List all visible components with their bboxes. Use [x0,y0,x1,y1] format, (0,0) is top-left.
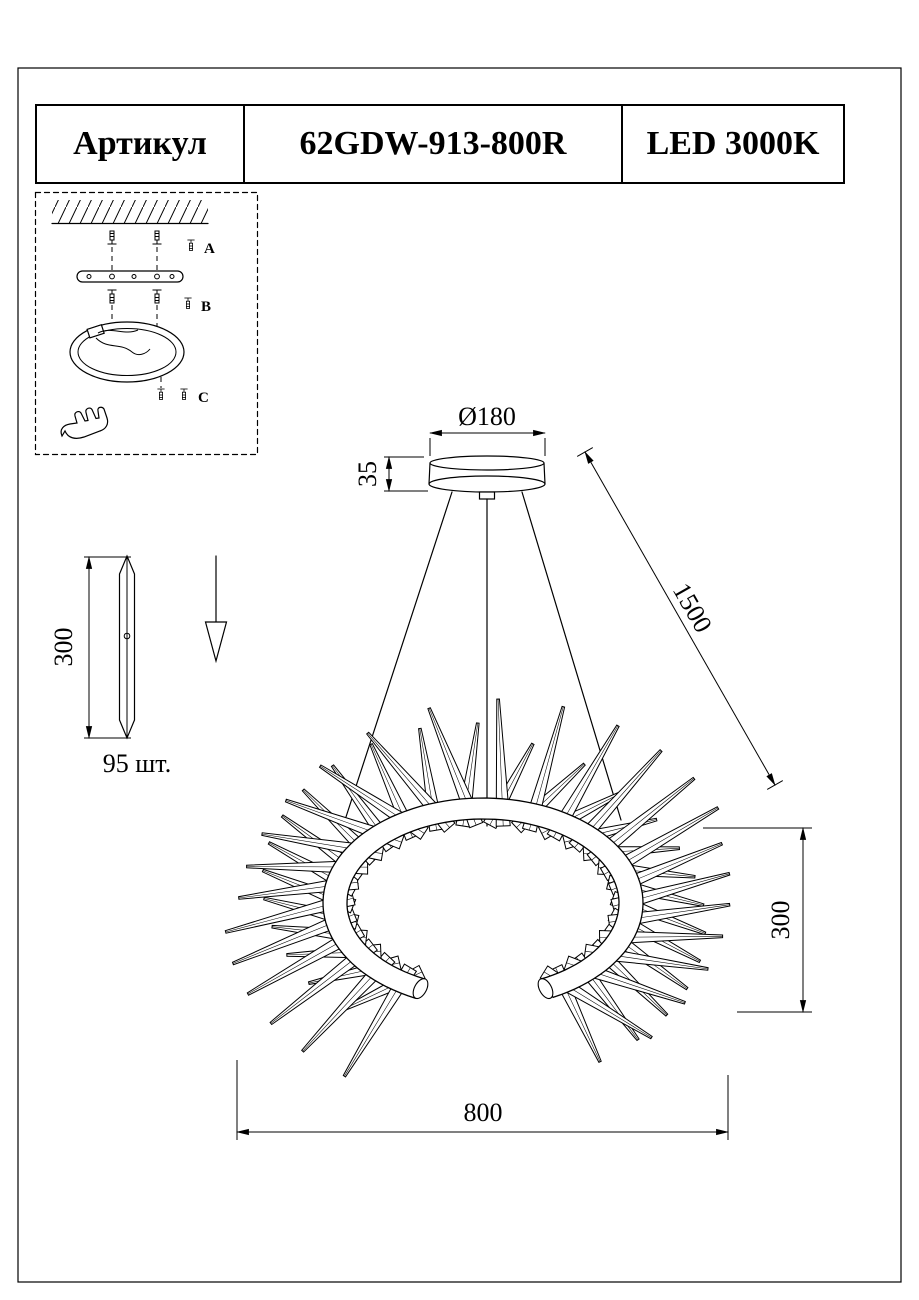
wire [97,329,139,334]
connector-box [86,323,105,339]
dim-canopy-height: 35 [353,455,428,493]
bolt-b-icon [183,297,193,309]
anchor-bolt-icon [107,230,117,245]
ring-height-value: 300 [766,901,795,940]
dim-element-height: 300 [49,555,131,740]
crown-ring [224,698,731,1078]
screw-icon [156,388,166,400]
suspension-cable-right [521,491,622,821]
down-arrow-icon [204,555,228,664]
suspension-cable-left [344,491,453,821]
element-count: 95 шт. [103,749,171,778]
dim-canopy-diameter: Ø180 [428,402,547,456]
ceiling-hatch-icon [51,200,209,225]
article-number: 62GDW-913-800R [243,104,623,184]
dim-ring-height: 300 [703,826,812,1014]
canopy-hub [478,491,496,500]
chandelier-drawing: Ø180 35 1500 [224,402,812,1140]
label-c: C [198,390,209,406]
label-b: B [201,299,211,315]
bolt-c-icon [179,388,189,400]
canopy-diameter-value: Ø180 [458,402,516,431]
canopy-height-value: 35 [353,461,382,487]
crystal-element: 300 95 шт. [49,554,228,778]
ceiling-canopy [428,455,546,500]
wire [95,337,151,356]
led-spec: LED 3000K [621,104,845,184]
mounting-instructions: A B [34,191,259,456]
dim-ring-diameter: 800 [235,1060,730,1140]
mounting-box-border [34,191,259,456]
bolt-a-icon [186,239,196,251]
screw-icon [152,289,162,304]
screw-icon [107,289,117,304]
ring-diameter-value: 800 [464,1098,503,1127]
element-height-value: 300 [49,628,78,667]
hand-icon [60,406,109,439]
mounting-plate [76,270,184,283]
page-frame [17,67,902,1283]
anchor-bolt-icon [152,230,162,245]
label-a: A [204,241,215,257]
article-label: Артикул [35,104,245,184]
canopy-ring-top-view [69,321,185,383]
title-block: Артикул 62GDW-913-800R LED 3000K [35,104,845,184]
suspension-length-value: 1500 [667,578,718,638]
